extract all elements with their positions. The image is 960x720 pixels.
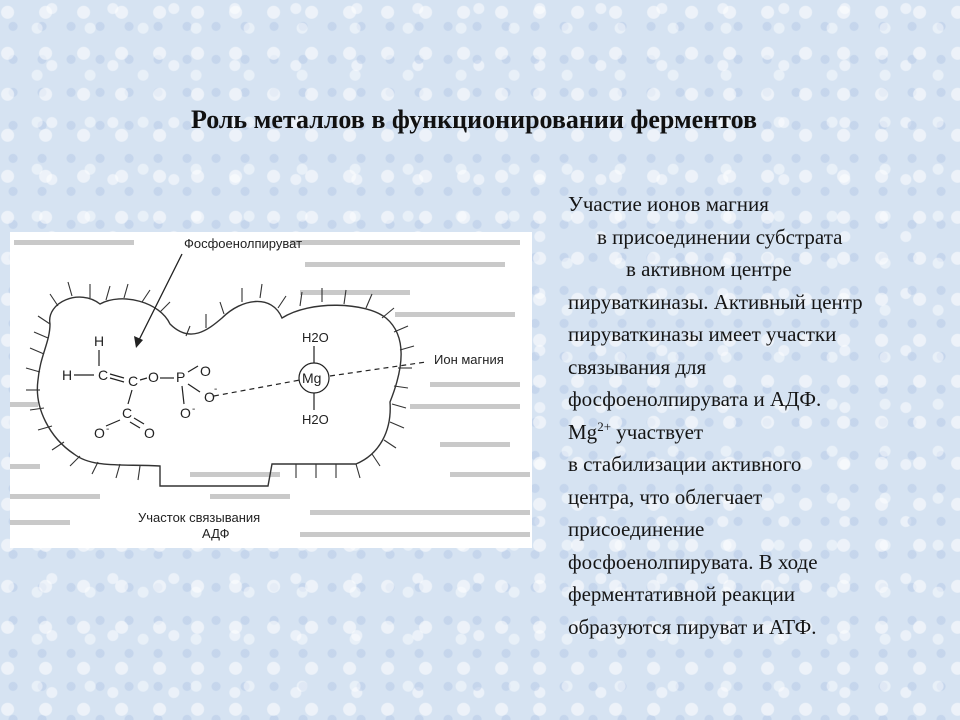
text-line-6: связывания для: [568, 354, 707, 379]
text-line-3: в активном центре: [626, 257, 792, 281]
atom-o-p-top: O: [200, 363, 211, 379]
svg-text:-: -: [192, 404, 195, 415]
atom-p: P: [176, 369, 185, 385]
atom-h-left: H: [62, 367, 72, 383]
atom-c3: C: [122, 405, 132, 421]
mg-charge: 2+: [597, 418, 612, 434]
text-line-5: пируваткиназы имеет участки: [568, 322, 837, 346]
svg-text:-: -: [214, 384, 217, 395]
atom-o-ester: O: [148, 369, 159, 385]
text-line-11: присоединение: [568, 517, 705, 541]
mg-leader-line: [329, 361, 427, 377]
pep-molecule: H H C C O P O O O C O O: [62, 333, 215, 441]
text-line-10: центра, что облегчает: [568, 484, 763, 509]
text-line-14: образуются пируват и АТФ.: [568, 614, 817, 639]
faint-background-text: [10, 240, 530, 537]
water-top: H2O: [302, 330, 329, 345]
text-line-8: Mg2+ участвует: [568, 416, 938, 449]
atom-o-carb-left: O: [94, 425, 105, 441]
text-line-13: ферментативной реакции: [568, 582, 796, 606]
mg-ion-label: Ион магния: [434, 352, 504, 367]
description-text: Участие ионов магния в присоединении суб…: [568, 188, 938, 643]
binding-site-label-2: АДФ: [202, 526, 230, 541]
atom-c1: C: [98, 367, 108, 383]
text-line-4: пируваткиназы. Активный центр: [568, 289, 863, 314]
text-line-8-rest: участвует: [611, 419, 704, 444]
text-line-2: в присоединении субстрата: [597, 224, 843, 249]
atom-c2: C: [128, 373, 138, 389]
enzyme-outline: [36, 296, 402, 487]
atom-h-top: H: [94, 333, 104, 349]
svg-text:-: -: [106, 424, 109, 435]
mg-symbol: Mg: [568, 419, 598, 444]
pep-arrow: [137, 253, 183, 343]
binding-site-label-1: Участок связывания: [138, 510, 260, 525]
text-line-7: фосфоенолпирувата и АДФ.: [568, 387, 822, 411]
enzyme-surface-ticks: [25, 281, 415, 481]
enzyme-active-site-diagram: H H C C O P O O O C O O: [10, 232, 532, 548]
pep-label: Фосфоенолпируват: [184, 236, 302, 251]
atom-o-p-bottom: O: [180, 405, 191, 421]
molecule-bonds: [74, 350, 301, 429]
slide-title: Роль металлов в функционировании фермент…: [190, 105, 758, 134]
atom-o-carb-right: O: [144, 425, 155, 441]
text-line-12: фосфоенолпирувата. В ходе: [568, 549, 818, 574]
atom-o-p-right: O: [204, 389, 215, 405]
water-bottom: H2O: [302, 412, 329, 427]
mg-label: Mg: [302, 370, 321, 386]
text-line-1: Участие ионов магния: [568, 192, 769, 216]
text-line-9: в стабилизации активного: [568, 452, 802, 476]
